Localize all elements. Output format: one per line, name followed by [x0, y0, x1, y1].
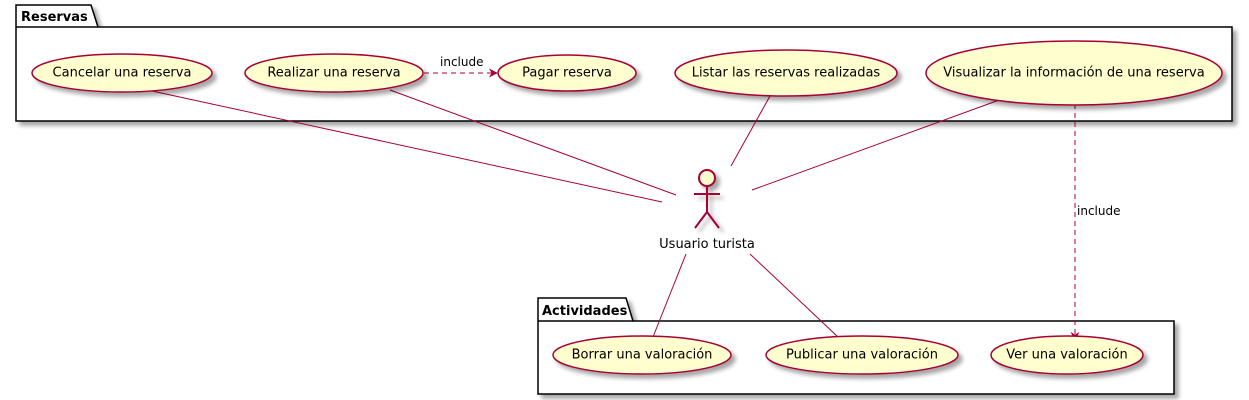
include-ver-label: include — [1077, 204, 1120, 218]
usecase-visualizar-label: Visualizar la información de una reserva — [943, 66, 1204, 81]
usecase-pagar[interactable]: Pagar reserva — [497, 54, 637, 92]
usecase-publicar-label: Publicar una valoración — [786, 348, 938, 363]
usecase-publicar[interactable]: Publicar una valoración — [765, 335, 959, 375]
usecase-pagar-label: Pagar reserva — [522, 66, 612, 81]
assoc-cancelar — [151, 90, 663, 203]
include-pagar-label: include — [440, 55, 483, 69]
package-reservas-title: Reservas — [21, 10, 88, 25]
assoc-listar — [730, 95, 771, 167]
include-ver: include — [1070, 104, 1120, 341]
usecase-cancelar[interactable]: Cancelar una reserva — [31, 53, 213, 93]
associations — [151, 89, 1003, 338]
usecase-realizar-label: Realizar una reserva — [267, 66, 400, 81]
usecase-borrar-label: Borrar una valoración — [572, 348, 713, 363]
usecase-ver[interactable]: Ver una valoración — [990, 335, 1144, 375]
assoc-borrar — [652, 253, 687, 338]
usecase-borrar[interactable]: Borrar una valoración — [552, 335, 732, 375]
include-pagar: include — [424, 55, 498, 78]
assoc-realizar — [389, 89, 677, 196]
actor-label: Usuario turista — [659, 237, 755, 252]
actor-icon — [694, 169, 720, 229]
package-actividades-title: Actividades — [542, 304, 628, 319]
assoc-visualizar — [751, 98, 1003, 191]
usecase-cancelar-label: Cancelar una reserva — [53, 66, 192, 81]
usecase-ver-label: Ver una valoración — [1006, 348, 1127, 363]
usecase-visualizar[interactable]: Visualizar la información de una reserva — [925, 40, 1223, 106]
usecase-listar[interactable]: Listar las reservas realizadas — [674, 49, 898, 97]
usecase-listar-label: Listar las reservas realizadas — [692, 66, 881, 81]
assoc-publicar — [749, 253, 839, 338]
actor-usuario-turista[interactable]: Usuario turista — [659, 169, 755, 252]
usecase-realizar[interactable]: Realizar una reserva — [244, 53, 424, 93]
